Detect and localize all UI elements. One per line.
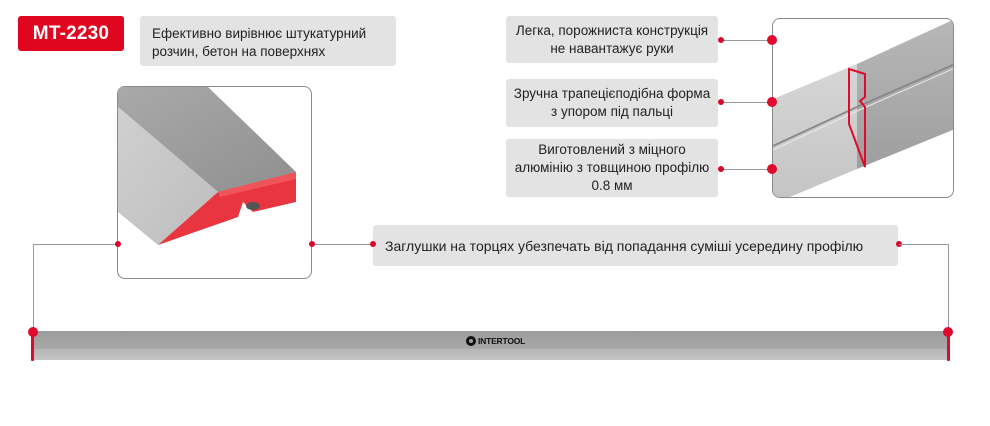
connector-dot	[718, 37, 724, 43]
intertool-logo-icon	[466, 335, 476, 346]
end-cap-left	[31, 331, 34, 361]
end-cap-right	[947, 331, 950, 361]
rule-profile-bottom	[33, 349, 949, 360]
connector-line	[721, 102, 772, 103]
callout-leveling: Ефективно вирівнює штукатурний розчин, б…	[140, 16, 396, 66]
connector-line	[33, 244, 34, 334]
connector-dot	[767, 35, 777, 45]
end-cap-illustration	[118, 87, 296, 245]
connector-line	[33, 244, 118, 245]
connector-line	[899, 244, 948, 245]
connector-dot	[767, 164, 777, 174]
end-cap-closeup-image	[117, 86, 312, 279]
callout-aluminium: Виготовлений з міцного алюмінію з товщин…	[506, 139, 718, 197]
connector-dot	[309, 241, 315, 247]
connector-line	[948, 244, 949, 332]
connector-line	[721, 169, 772, 170]
profile-illustration	[773, 19, 953, 197]
connector-dot	[718, 99, 724, 105]
callout-lightweight: Легка, порожниста конструкція не наванта…	[506, 16, 718, 63]
connector-line	[312, 244, 373, 245]
connector-line	[721, 40, 772, 41]
brand-logo: INTERTOOL	[466, 334, 525, 347]
connector-dot	[28, 327, 38, 337]
connector-dot	[718, 166, 724, 172]
connector-dot	[115, 241, 121, 247]
rule-profile-top	[33, 331, 949, 349]
connector-dot	[767, 97, 777, 107]
connector-dot	[943, 327, 953, 337]
profile-cross-section-image	[772, 18, 954, 198]
callout-end-caps: Заглушки на торцях убезпечать від попада…	[373, 225, 898, 266]
connector-dot	[370, 241, 376, 247]
callout-trapezoid-shape: Зручна трапецієподібна форма з упором пі…	[506, 79, 718, 127]
model-badge: MT-2230	[18, 16, 124, 51]
